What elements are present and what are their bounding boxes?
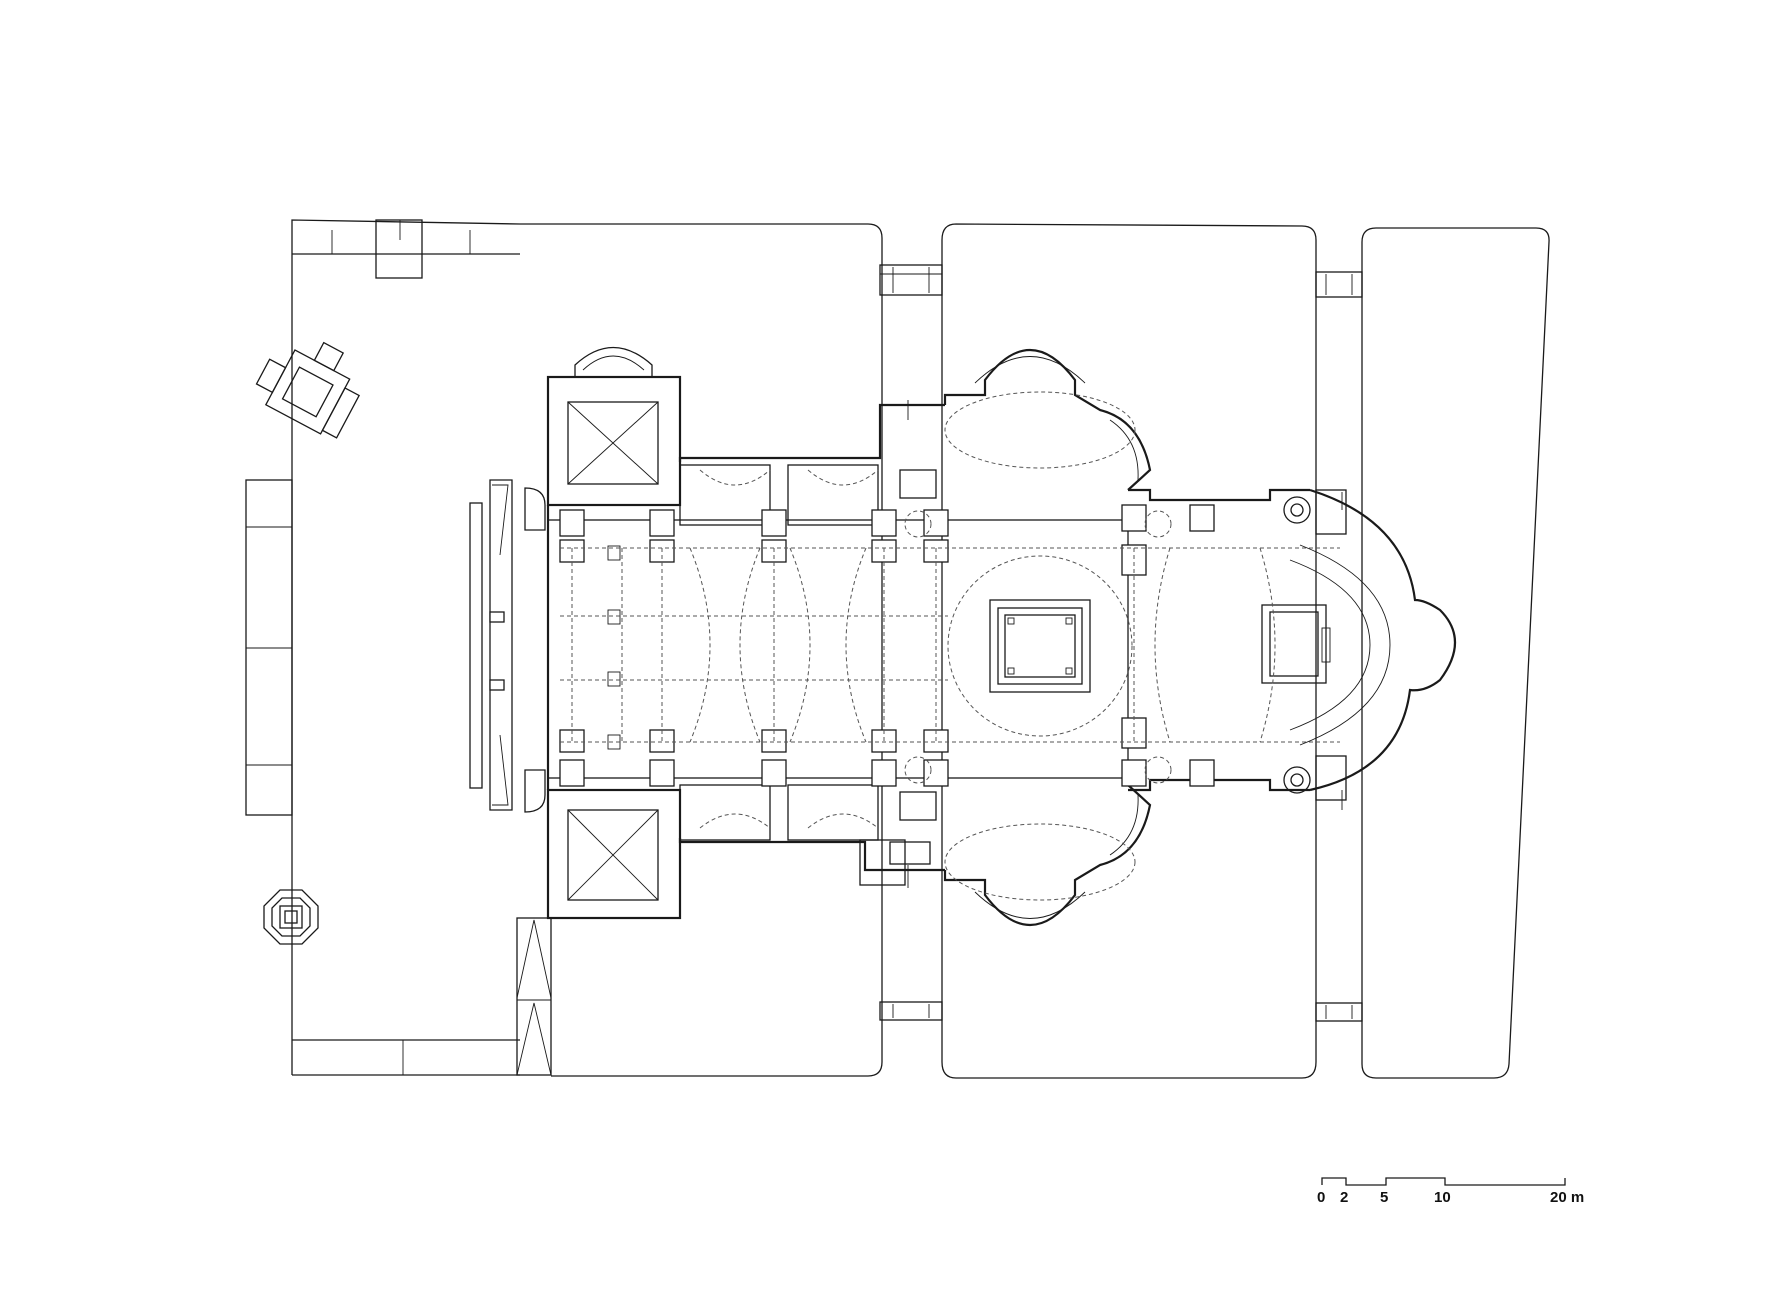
scale-tick-label: 2 (1340, 1189, 1348, 1206)
scale-tick-label: 5 (1380, 1189, 1388, 1206)
vault-lines (560, 391, 1340, 901)
church-outer-walls (469, 346, 1457, 927)
scale-bar: 0 2 5 10 20 m (1317, 1177, 1584, 1206)
scale-tick-label: 20 m (1550, 1189, 1584, 1206)
west-forecourt (245, 219, 552, 1076)
piers (489, 469, 1215, 821)
scale-tick-label: 10 (1434, 1189, 1451, 1206)
terrace-outlines (520, 223, 1550, 1079)
scale-tick-label: 0 (1317, 1189, 1325, 1206)
